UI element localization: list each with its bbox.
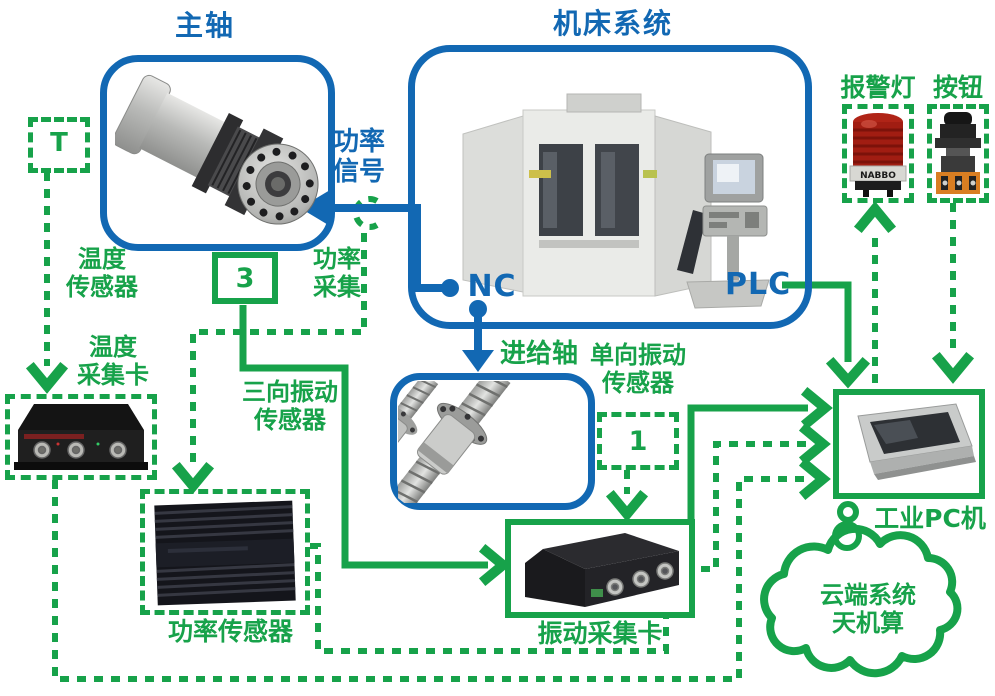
temp-sensor-tag: T xyxy=(50,128,68,158)
nc-dot-lower xyxy=(469,300,487,318)
power-sensor-box xyxy=(140,489,310,615)
tri-vib-tag-box: 3 xyxy=(212,252,278,304)
arrow-into-pc-top xyxy=(825,356,871,389)
single-vib-tag-label: 1 xyxy=(628,425,648,457)
chain-link-large xyxy=(832,521,862,551)
ballscrew-image xyxy=(398,381,511,503)
power-sensor-image xyxy=(154,500,296,606)
single-vib-label: 单向振动传感器 xyxy=(590,341,686,397)
machine-title: 机床系统 xyxy=(552,7,673,40)
spindle-title: 主轴 xyxy=(174,9,235,42)
alarm-brand-text: NABBO xyxy=(860,171,896,181)
arrow-into-alarm xyxy=(853,201,897,234)
feed-axis-box xyxy=(390,373,595,510)
power-sensor-label: 功率传感器 xyxy=(167,617,293,646)
arrow-into-vibcard-top xyxy=(605,489,649,522)
vib-card-label: 振动采集卡 xyxy=(537,619,663,648)
temp-card-label: 温度采集卡 xyxy=(77,333,149,389)
temp-sensor-tag-box xyxy=(28,117,90,173)
machine-image xyxy=(462,93,770,309)
spindle-image xyxy=(115,74,319,225)
button-label: 按钮 xyxy=(932,73,983,102)
arrow-into-pc-low xyxy=(798,457,831,501)
wire-tempcard-to-pc xyxy=(52,476,806,682)
machine-box xyxy=(408,45,812,329)
cloud-shape xyxy=(760,524,962,678)
pc-label: 工业PC机 xyxy=(874,504,986,533)
arrow-into-pc-button xyxy=(931,351,975,384)
single-vib-tag-box: 1 xyxy=(597,412,679,470)
wire-vibcard-to-pc xyxy=(687,404,808,520)
temp-card-image xyxy=(14,404,148,470)
plc-label: PLC xyxy=(725,267,792,302)
arrow-into-vibcard-left xyxy=(478,543,511,587)
arrow-into-powersensor xyxy=(171,461,215,494)
wire-power-tap-arc xyxy=(352,196,379,230)
arrow-into-feed xyxy=(462,350,494,372)
spindle-box xyxy=(100,55,335,251)
alarm-image: NABBO xyxy=(849,113,907,197)
temp-card-box xyxy=(5,394,157,480)
arrow-into-tempcard xyxy=(25,361,69,394)
vib-card-image xyxy=(525,533,679,607)
tri-vib-tag-label: 3 xyxy=(235,262,255,294)
button-image xyxy=(935,112,981,194)
arrow-into-pc-mid xyxy=(798,422,831,466)
button-box xyxy=(927,104,989,203)
alarm-label: 报警灯 xyxy=(840,73,916,102)
tri-vib-label: 三向振动传感器 xyxy=(242,378,338,434)
wire-3-to-vibcard xyxy=(239,305,488,569)
chain-link-small xyxy=(837,501,859,523)
power-collect-label: 功率采集 xyxy=(313,245,361,301)
nc-label: NC xyxy=(467,269,517,304)
temp-sensor-label: 温度传感器 xyxy=(66,245,138,301)
cloud-label: 云端系统天机算 xyxy=(820,581,916,637)
arrow-into-pc-solid xyxy=(800,386,833,430)
feed-axis-label: 进给轴 xyxy=(499,339,578,369)
pc-image xyxy=(857,403,976,480)
wire-plc-to-pc xyxy=(782,281,852,362)
power-signal-label: 功率信号 xyxy=(332,127,385,187)
alarm-box xyxy=(842,104,914,203)
